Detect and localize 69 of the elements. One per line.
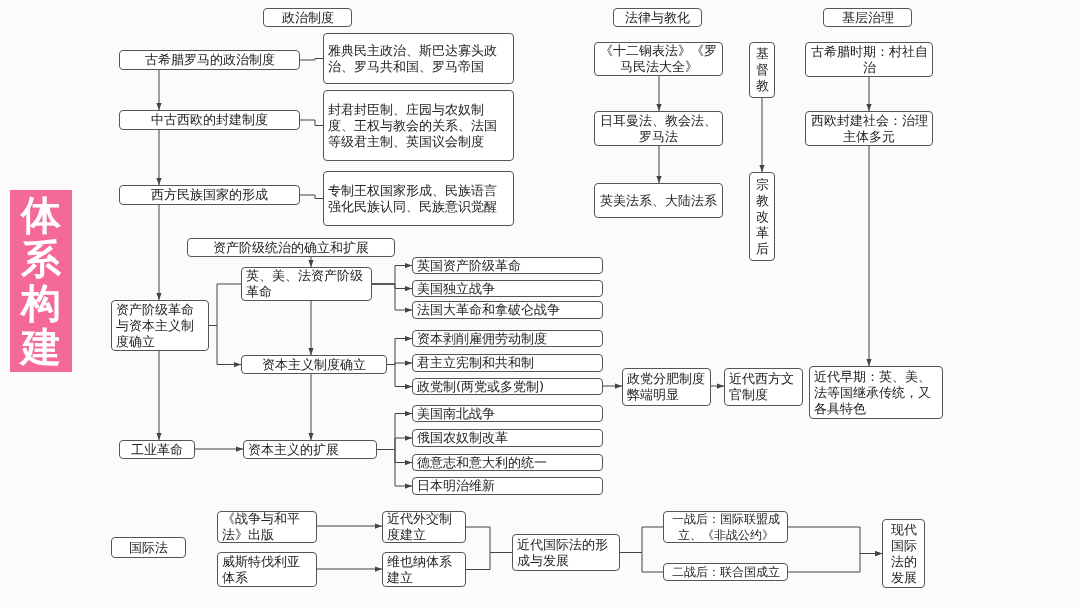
text-box: 《十二铜表法》《罗马民法大全》 — [594, 42, 723, 76]
text-box: 资产阶级统治的确立和扩展 — [187, 238, 395, 257]
text-box: 宗教改革后 — [749, 172, 775, 261]
arrow — [386, 364, 413, 390]
arrow — [759, 97, 765, 173]
arrow — [156, 204, 162, 301]
text-box: 资本主义制度确立 — [241, 355, 387, 374]
arrow — [156, 129, 162, 186]
arrow — [316, 566, 383, 572]
text-box: 二战后：联合国成立 — [663, 563, 788, 581]
connector-line — [299, 119, 324, 126]
text-box: 德意志和意大利的统一 — [412, 454, 603, 471]
text-box: 近代国际法的形成与发展 — [512, 534, 620, 571]
arrow — [156, 69, 162, 111]
text-box: 西欧封建社会：治理主体多元 — [805, 111, 933, 146]
text-box: 古希腊罗马的政治制度 — [119, 50, 300, 70]
arrow — [866, 76, 872, 112]
text-box: 现代国际法的发展 — [882, 519, 925, 588]
arrow — [787, 550, 883, 573]
arrow — [602, 383, 623, 389]
text-box: 政党分肥制度弊端明显 — [622, 368, 711, 406]
text-box: 法国大革命和拿破仑战争 — [412, 301, 603, 319]
text-box: 资产阶级革命与资本主义制度确立 — [111, 300, 209, 351]
text-box: 英美法系、大陆法系 — [594, 183, 723, 218]
arrow — [308, 373, 314, 441]
connector-line — [299, 58, 324, 61]
text-box: 日本明治维新 — [412, 477, 603, 495]
text-box: 雅典民主政治、斯巴达寡头政治、罗马共和国、罗马帝国 — [323, 33, 514, 84]
text-box: 工业革命 — [119, 440, 195, 459]
arrow — [656, 145, 662, 184]
text-box: 威斯特伐利亚体系 — [217, 552, 317, 587]
arrow — [156, 350, 162, 441]
text-box: 一战后：国际联盟成立、《非战公约》 — [663, 511, 788, 543]
heading-box: 基层治理 — [823, 8, 912, 27]
text-box: 国际法 — [111, 537, 186, 558]
text-box: 君主立宪制和共和制 — [412, 354, 603, 372]
arrow — [656, 75, 662, 112]
arrow — [710, 383, 725, 389]
text-box: 近代外交制度建立 — [382, 511, 466, 543]
text-box: 美国独立战争 — [412, 280, 603, 297]
text-box: 西方民族国家的形成 — [119, 185, 300, 205]
arrow — [866, 145, 872, 367]
text-box: 英国资产阶级革命 — [412, 257, 603, 274]
arrow — [316, 523, 383, 529]
heading-box: 法律与教化 — [613, 8, 702, 27]
text-box: 日耳曼法、教会法、罗马法 — [594, 111, 723, 146]
text-box: 近代早期：英、美、法等国继承传统，又各具特色 — [809, 366, 943, 419]
text-box: 维也纳体系建立 — [382, 552, 466, 587]
text-box: 政党制(两党或多党制) — [412, 378, 603, 395]
heading-box: 政治制度 — [263, 8, 352, 27]
text-box: 封君封臣制、庄园与农奴制度、王权与教会的关系、法国等级君主制、英国议会制度 — [323, 90, 514, 161]
arrow — [371, 283, 413, 313]
text-box: 美国南北战争 — [412, 405, 603, 422]
arrow — [308, 300, 314, 356]
text-box: 《战争与和平法》出版 — [217, 511, 317, 543]
text-box: 专制王权国家形成、民族语言强化民族认同、民族意识觉醒 — [323, 171, 514, 226]
connector-line — [465, 552, 513, 570]
connector-line — [299, 194, 324, 199]
text-box: 俄国农奴制改革 — [412, 429, 603, 447]
heading-band: 体系构建 — [10, 190, 72, 372]
text-box: 资本剥削雇佣劳动制度 — [412, 330, 603, 347]
arrow — [194, 446, 244, 452]
text-box: 古希腊时期：村社自治 — [805, 42, 933, 77]
text-box: 中古西欧的封建制度 — [119, 110, 300, 130]
text-box: 英、美、法资产阶级革命 — [241, 267, 372, 301]
arrow — [308, 256, 314, 268]
text-box: 资本主义的扩展 — [243, 440, 377, 459]
text-box: 近代西方文官制度 — [724, 368, 803, 406]
text-box: 基督教 — [749, 42, 775, 98]
